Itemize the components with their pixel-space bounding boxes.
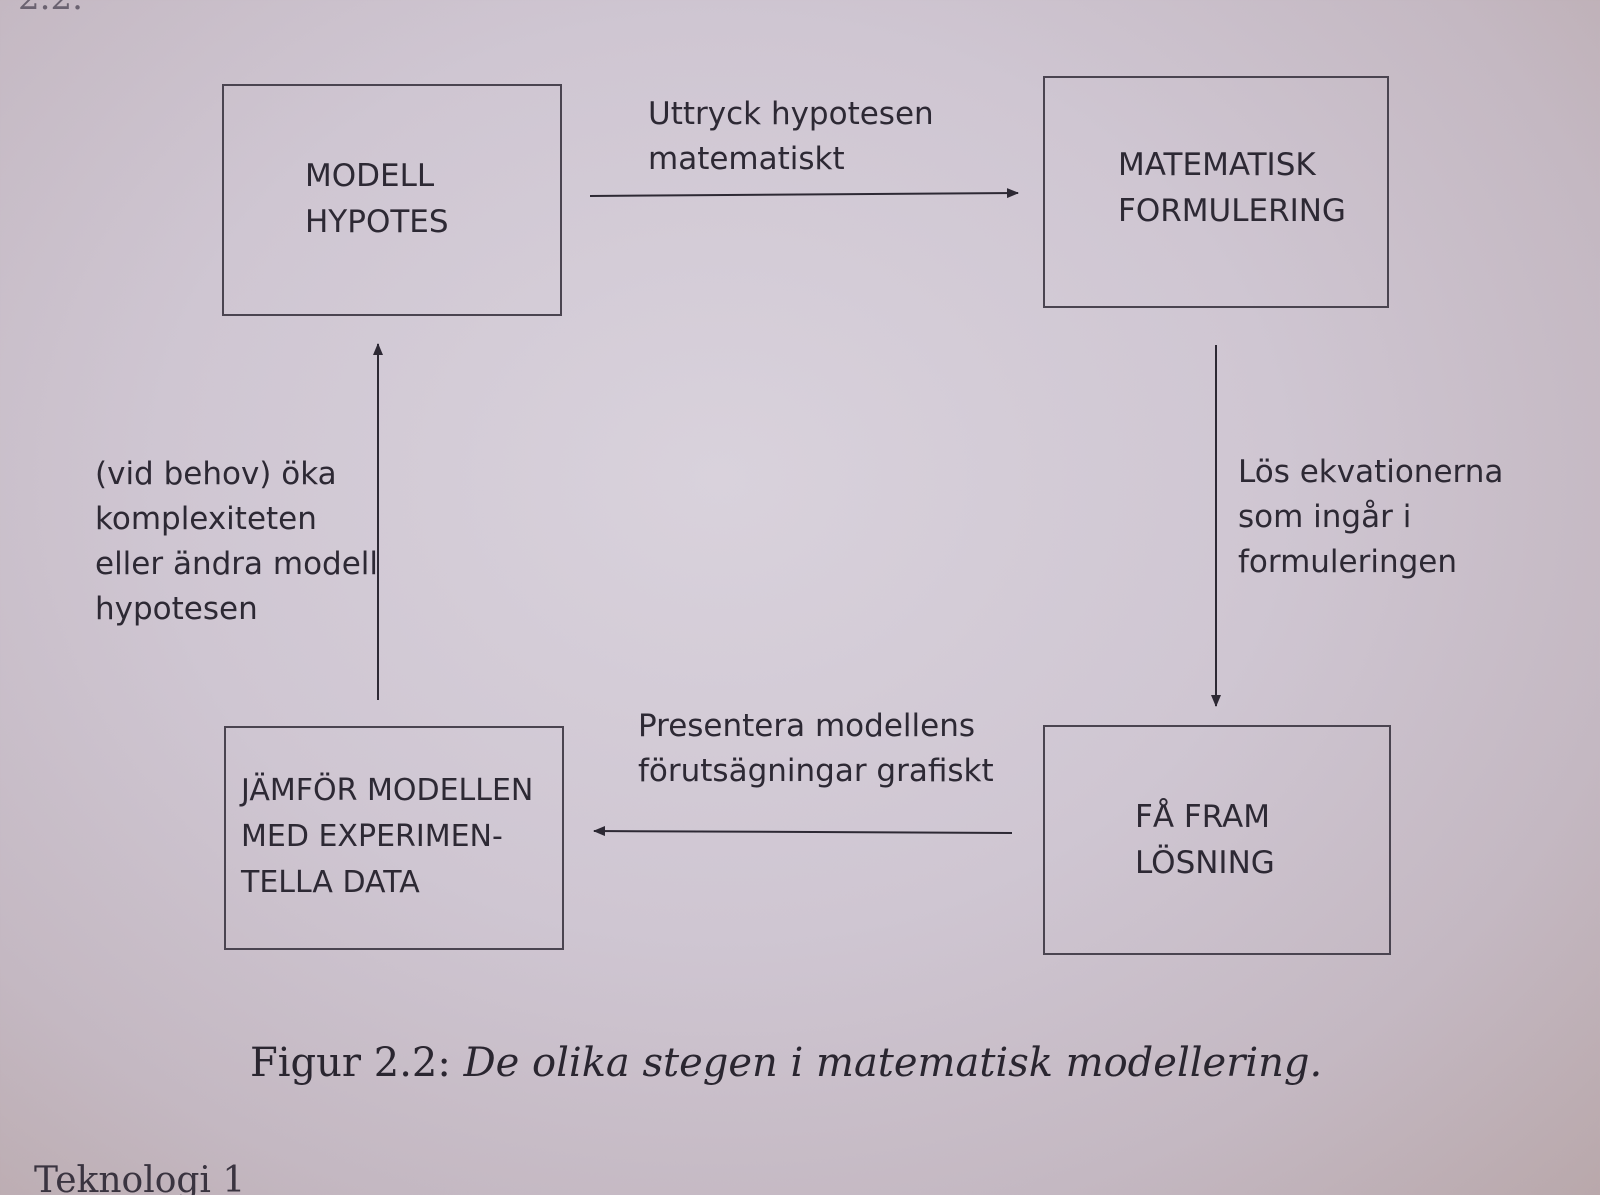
edge-bottom-label: Presentera modellens förutsägningar graf… bbox=[638, 708, 994, 789]
edge-bottom-arrow bbox=[593, 826, 1013, 837]
edge-top-arrow bbox=[589, 188, 1019, 199]
edge-top-label: Uttryck hypotesen matematiskt bbox=[648, 96, 934, 177]
node-get-solution-label: FÅ FRAM LÖSNING bbox=[1135, 799, 1275, 881]
node-math-formulation-label: MATEMATISK FORMULERING bbox=[1118, 147, 1346, 229]
node-model-hypothesis-box bbox=[222, 84, 562, 316]
footer-text: Teknologi 1 bbox=[34, 1160, 246, 1195]
section-number: 2.2. bbox=[18, 0, 83, 18]
node-get-solution-box bbox=[1043, 725, 1391, 955]
edge-left-label: (vid behov) öka komplexiteten eller ändr… bbox=[95, 456, 379, 627]
figure-caption-title: De olika stegen i matematisk modellering… bbox=[463, 1040, 1323, 1086]
node-math-formulation-box bbox=[1043, 76, 1389, 308]
node-compare-data-label: JÄMFÖR MODELLEN MED EXPERIMEN- TELLA DAT… bbox=[241, 773, 534, 900]
node-compare-data-box bbox=[224, 726, 564, 950]
edge-right-label: Lös ekvationerna som ingår i formulering… bbox=[1238, 454, 1504, 580]
figure-caption: Figur 2.2: De olika stegen i matematisk … bbox=[250, 1040, 1322, 1086]
figure-caption-prefix: Figur 2.2: bbox=[250, 1040, 464, 1086]
node-model-hypothesis-label: MODELL HYPOTES bbox=[305, 158, 449, 240]
